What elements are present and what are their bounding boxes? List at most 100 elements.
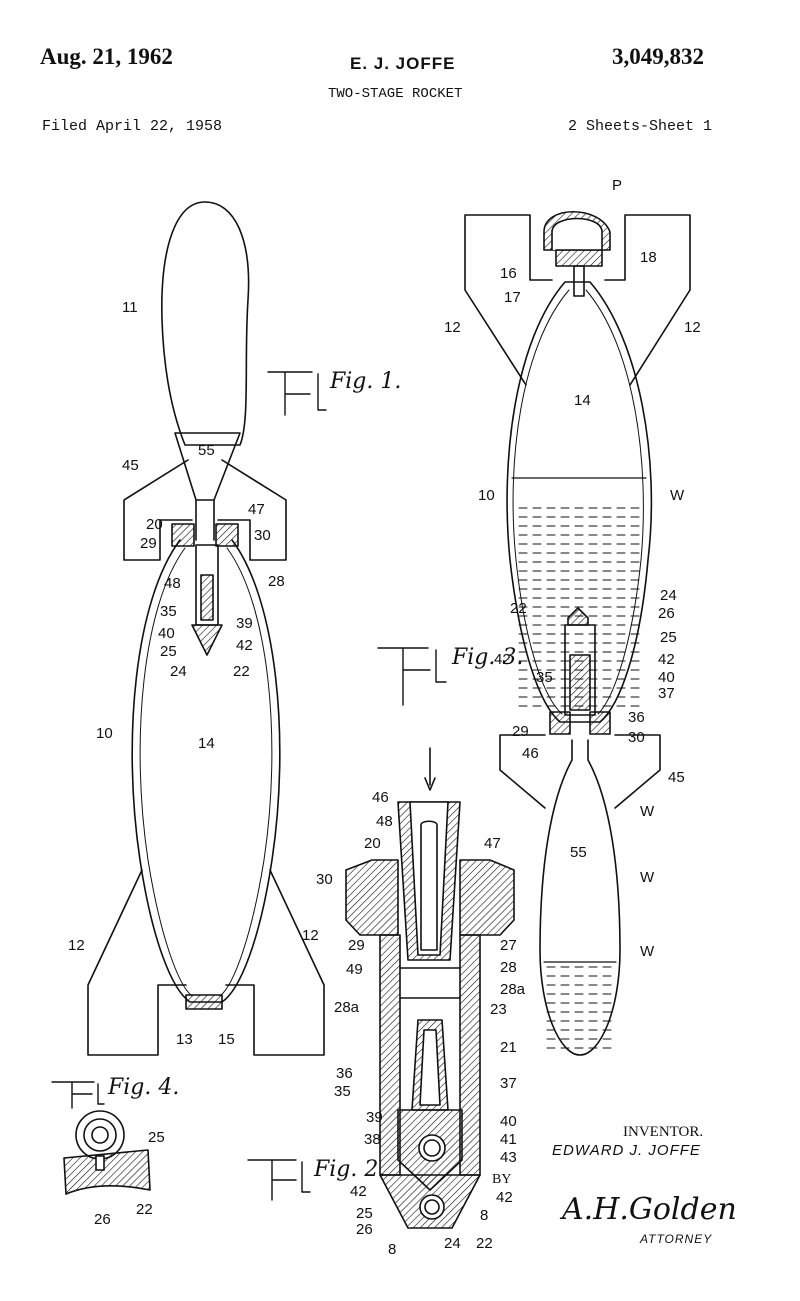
fig2-ref: 26: [356, 1221, 373, 1238]
lower-stage-fins: [87, 869, 325, 1056]
fig3-ref: 46: [522, 745, 539, 762]
fig2-ref: 35: [334, 1083, 351, 1100]
fig3-ref: P: [612, 177, 622, 194]
by-label: BY: [492, 1172, 512, 1187]
fig3-ref: W: [670, 487, 685, 504]
fig1-ref: 35: [160, 603, 177, 620]
fig1-ref: 12: [302, 927, 319, 944]
fig1-ref: 48: [164, 575, 181, 592]
fig3-ref: 35: [536, 669, 553, 686]
fig2-ref: 23: [490, 1001, 507, 1018]
fig2-ref: 49: [346, 961, 363, 978]
upper-stage-body: [161, 201, 250, 446]
fig2-ref: 30: [316, 871, 333, 888]
fig2-ref: 8: [388, 1241, 396, 1258]
inventor-label: INVENTOR.: [623, 1124, 704, 1140]
fig1-ref: 20: [146, 516, 163, 533]
fig3-ref: 17: [504, 289, 521, 306]
fig2-ref: 37: [500, 1075, 517, 1092]
fig1-ref: 47: [248, 501, 265, 518]
fig1-ref: 12: [68, 937, 85, 954]
fig1-ref: 22: [233, 663, 250, 680]
fig2-ref: 24: [444, 1235, 461, 1252]
fig1-ref: 30: [254, 527, 271, 544]
fig2-ref: 28: [500, 959, 517, 976]
fig2-ref: 46: [372, 789, 389, 806]
fig3-ref: W: [640, 803, 655, 820]
fig2-ref: 36: [336, 1065, 353, 1082]
fig1-ref: 28: [268, 573, 285, 590]
fig2-ref: 21: [500, 1039, 517, 1056]
fig3-ref: 12: [444, 319, 461, 336]
patent-title: TWO-STAGE ROCKET: [328, 86, 463, 102]
fig2-label: Fig. 2.: [313, 1157, 385, 1182]
fig2-ref: 39: [366, 1109, 383, 1126]
fig3-ref: W: [640, 943, 655, 960]
fig3-ref: 37: [658, 685, 675, 702]
fig4-ref: 22: [136, 1201, 153, 1218]
fig3-ref: 26: [658, 605, 675, 622]
fig3-ref: 14: [574, 392, 591, 409]
attorney-label: ATTORNEY: [640, 1232, 713, 1246]
fig1-ref: 25: [160, 643, 177, 660]
fig4-ref: 25: [148, 1129, 165, 1146]
fig3-ref: 36: [628, 709, 645, 726]
inventor-name-header: E. J. JOFFE: [350, 54, 456, 73]
fig3-ref: 25: [660, 629, 677, 646]
figure-2-coupling-section: [345, 747, 515, 1229]
fig1-ref: 45: [122, 457, 139, 474]
figure-1-rocket: [87, 201, 325, 1056]
fig2-ref: 42: [350, 1183, 367, 1200]
fig1-label: Fig. 1.: [329, 369, 401, 394]
fig3-ref: 30: [628, 729, 645, 746]
fig4-ref: 26: [94, 1211, 111, 1228]
figure-3-rocket: [464, 211, 691, 1056]
fig1-ref: 40: [158, 625, 175, 642]
fig1-ref: 55: [198, 442, 215, 459]
fig1-ref: 15: [218, 1031, 235, 1048]
inventor-signature-name: EDWARD J. JOFFE: [552, 1142, 701, 1159]
fig2-ref: 40: [500, 1113, 517, 1130]
fig2-ref: 20: [364, 835, 381, 852]
upper-stage-fins: [123, 459, 287, 561]
fig2-ref: 41: [500, 1131, 517, 1148]
patent-number: 3,049,832: [612, 44, 704, 69]
fig2-ref: 29: [348, 937, 365, 954]
fig2-ref: 27: [500, 937, 517, 954]
filed-date: Filed April 22, 1958: [42, 118, 223, 135]
fig1-ref: 10: [96, 725, 113, 742]
fig2-ref: 42: [496, 1189, 513, 1206]
fig3-ref: 42: [494, 651, 511, 668]
fig3-ref: 42: [658, 651, 675, 668]
figure-4-detail: Fig. 4.: [51, 1075, 179, 1195]
fig2-ref: 28a: [334, 999, 360, 1016]
fig2-ref: 25: [356, 1205, 373, 1222]
fig3-ref: 40: [658, 669, 675, 686]
fig3-ref: W: [640, 869, 655, 886]
fig3-ref: 24: [660, 587, 677, 604]
fig2-ref: 38: [364, 1131, 381, 1148]
attorney-signature: A.H.Golden: [562, 1192, 737, 1227]
fig3-ref: 12: [684, 319, 701, 336]
patent-date: Aug. 21, 1962: [40, 44, 173, 69]
fig2-ref: 43: [500, 1149, 517, 1166]
fig3-label: Fig. 3.: [451, 645, 523, 670]
fig1-ref: 14: [198, 735, 215, 752]
fig2-ref: 22: [476, 1235, 493, 1252]
fig1-ref: 42: [236, 637, 253, 654]
fig3-ref: 10: [478, 487, 495, 504]
fig1-ref: 13: [176, 1031, 193, 1048]
sheet-number: 2 Sheets-Sheet 1: [568, 118, 713, 135]
fig2-ref: 28a: [500, 981, 526, 998]
fig3-ref: 16: [500, 265, 517, 282]
fig3-ref: 29: [512, 723, 529, 740]
fig2-ref: 47: [484, 835, 501, 852]
fig3-ref: 18: [640, 249, 657, 266]
fig1-ref: 11: [122, 299, 138, 316]
fig3-ref: 55: [570, 844, 587, 861]
fig3-ref: 22: [510, 600, 527, 617]
fig3-upper-stage-body: [539, 739, 621, 1056]
fig3-ref: 45: [668, 769, 685, 786]
fig4-label: Fig. 4.: [107, 1075, 179, 1100]
